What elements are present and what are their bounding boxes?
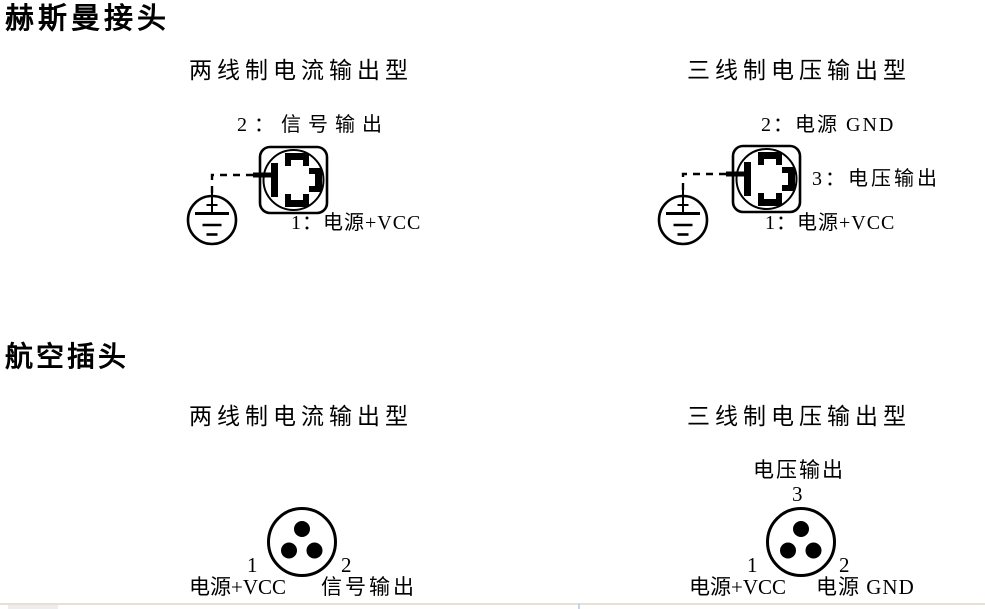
pin-label-power-vcc: 电源+VCC	[689, 575, 787, 599]
earth-ground-icon	[186, 188, 238, 246]
pin-label-power-vcc: 电源+VCC	[189, 575, 287, 599]
pin-label-2-power-gnd: 2：电源 GND	[761, 114, 896, 136]
pin-number-3: 3	[792, 482, 803, 506]
bottom-rule-tick	[578, 603, 580, 609]
pin-label-3-voltage-out: 3：电压输出	[812, 168, 940, 190]
hirschmann-connector-icon	[724, 144, 802, 214]
earth-ground-icon	[657, 188, 709, 246]
pin-label-signal-out: 信号输出	[321, 575, 417, 599]
pin-label-power-gnd: 电源 GND	[816, 575, 915, 599]
aviation-connector-icon	[267, 507, 337, 577]
pin-number-2: 2	[839, 553, 850, 577]
subtitle-three-wire-voltage: 三线制电压输出型	[687, 404, 911, 429]
bottom-rule-tab	[8, 605, 58, 609]
pin-label-1-power-vcc: 1：电源+VCC	[291, 212, 422, 234]
ground-wire-dashed	[210, 173, 253, 193]
ground-wire-dashed	[681, 172, 726, 193]
bottom-rule	[0, 603, 985, 605]
pin-label-voltage-out: 电压输出	[753, 458, 845, 482]
subtitle-two-wire-current: 两线制电流输出型	[189, 404, 413, 429]
section-heading-hirschmann: 赫斯曼接头	[5, 3, 171, 35]
pin-number-2: 2	[341, 553, 352, 577]
pin-number-1: 1	[747, 553, 758, 577]
subtitle-two-wire-current: 两线制电流输出型	[189, 58, 413, 83]
pin-label-1-power-vcc: 1：电源+VCC	[765, 212, 896, 234]
section-heading-aviation: 航空插头	[5, 342, 130, 373]
aviation-connector-icon	[766, 507, 836, 577]
pin-label-2-signal-out: 2：信号输出	[237, 114, 389, 136]
hirschmann-connector-icon	[251, 145, 329, 215]
subtitle-three-wire-voltage: 三线制电压输出型	[687, 58, 911, 83]
pin-number-1: 1	[247, 553, 258, 577]
